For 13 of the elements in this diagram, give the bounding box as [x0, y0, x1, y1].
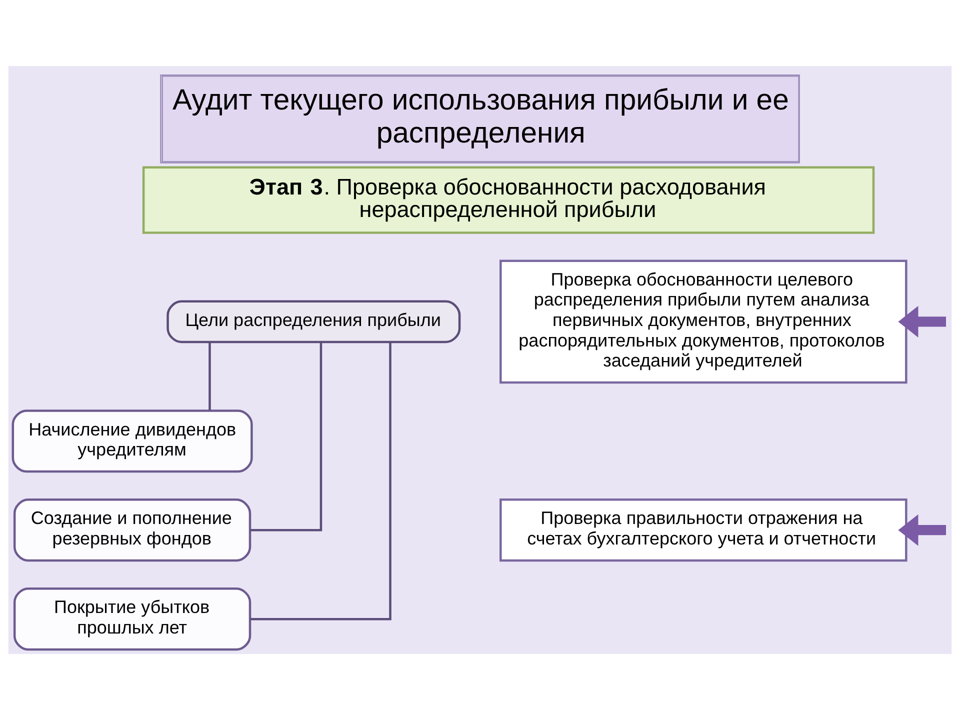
- node-box: Проверка обоснованности целевого распределения прибыли путем анализа первичных документов, внутренних распорядительных документов, протоколов заседаний учредителей: [500, 260, 908, 384]
- diagram-title: Аудит текущего использования прибыли и ее распределения: [172, 84, 789, 150]
- connector: [250, 342, 322, 532]
- arrow: [898, 306, 946, 338]
- node-box: Покрытие убытков прошлых лет: [13, 588, 252, 651]
- connector: [250, 342, 392, 620]
- arrow: [898, 514, 946, 546]
- node-box: Начисление дивидендов учредителям: [12, 410, 253, 473]
- node-box: Цели распределения прибыли: [166, 300, 461, 344]
- connector: [208, 342, 211, 410]
- node-box: Проверка правильности отражения на счетах бухгалтерского учета и отчетности: [500, 498, 908, 562]
- node-box: Этап 3. Проверка обоснованности расходования нераспределенной прибыли: [142, 166, 875, 234]
- node-box: Создание и пополнение резервных фондов: [13, 498, 252, 562]
